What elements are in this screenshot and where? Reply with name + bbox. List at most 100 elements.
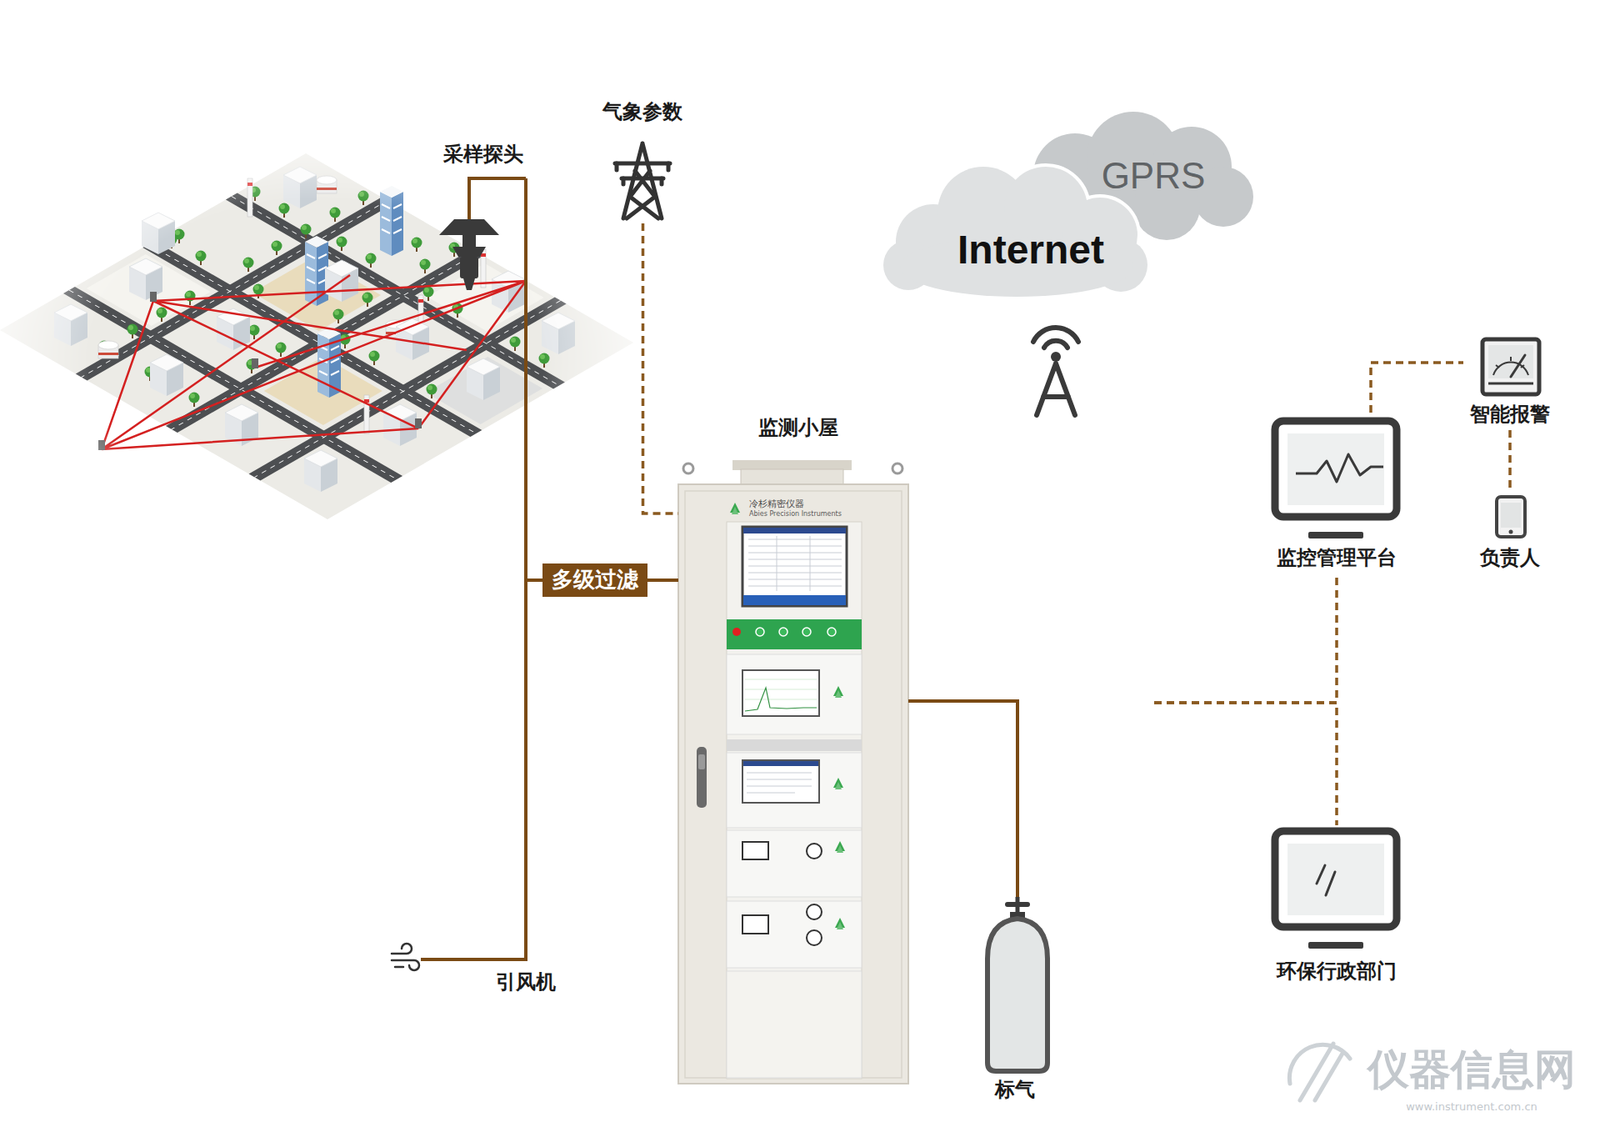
city-illustration bbox=[0, 153, 634, 520]
path-endpoints bbox=[415, 418, 422, 429]
sampling-probe-icon bbox=[439, 219, 500, 290]
monitor-icon bbox=[1287, 433, 1385, 505]
trees bbox=[369, 350, 380, 366]
sampling-probe-icon bbox=[439, 219, 500, 235]
monitoring-house: 监测小屋冷杉精密仪器Abies Precision Instruments标气 bbox=[316, 158, 1275, 1125]
path-endpoints bbox=[98, 440, 105, 450]
trees bbox=[336, 236, 348, 252]
analyzer-cabinet bbox=[726, 521, 862, 1079]
monitor-icon bbox=[1275, 420, 1397, 517]
trees bbox=[411, 237, 423, 253]
trees bbox=[127, 324, 139, 340]
sample-pipe bbox=[525, 178, 543, 580]
analyzer-cabinet bbox=[745, 687, 817, 711]
analyzer-cabinet bbox=[806, 904, 822, 920]
antenna-icon bbox=[1036, 363, 1075, 415]
alarm-icon bbox=[1482, 339, 1540, 395]
network-cloud: GPRSInternet bbox=[875, 108, 1259, 310]
buildings bbox=[305, 235, 329, 306]
data-link bbox=[1154, 702, 1337, 825]
analyzer-cabinet bbox=[892, 463, 903, 474]
monitor-icon bbox=[1275, 830, 1397, 927]
monitor-icon bbox=[1275, 830, 1397, 949]
node-label: GPRS bbox=[1101, 155, 1206, 198]
gas-cylinder-icon bbox=[987, 918, 1048, 1071]
sample-pipe bbox=[908, 700, 1018, 897]
trees bbox=[271, 240, 283, 256]
trees bbox=[174, 229, 185, 245]
trees bbox=[330, 207, 341, 223]
city-illustration bbox=[0, 153, 634, 520]
alarm-icon bbox=[1495, 356, 1525, 368]
calibration-gas: 标气 bbox=[975, 896, 1059, 1105]
trees bbox=[510, 336, 521, 352]
analyzer-cabinet bbox=[726, 900, 862, 968]
trees bbox=[365, 253, 377, 269]
buildings bbox=[480, 249, 486, 288]
node-label: 监测小屋 bbox=[758, 416, 839, 440]
fan-icon bbox=[391, 943, 412, 954]
analyzer-cabinet bbox=[743, 595, 846, 605]
gas-cylinder-icon bbox=[987, 896, 1048, 1071]
node-label: 智能报警 bbox=[1470, 403, 1550, 427]
sampling-probe-icon bbox=[460, 256, 479, 279]
alarm: 智能报警 bbox=[1463, 331, 1560, 430]
path-endpoints bbox=[150, 291, 157, 302]
weather-tower-icon bbox=[623, 143, 662, 219]
analyzer-cabinet bbox=[779, 627, 788, 636]
sample-wire bbox=[469, 178, 526, 220]
analyzer-cabinet bbox=[755, 627, 765, 636]
analyzer-cabinet bbox=[678, 460, 909, 1084]
gas-cylinder-icon bbox=[1007, 901, 1028, 907]
analyzer-cabinet bbox=[726, 830, 862, 897]
analyzer-cabinet bbox=[732, 460, 852, 470]
sampling-probe-icon bbox=[452, 246, 486, 257]
analyzer-cabinet bbox=[833, 685, 844, 698]
city-illustration bbox=[0, 153, 634, 520]
house-outline bbox=[316, 158, 1275, 1125]
node-label: 冷杉精密仪器 bbox=[749, 499, 805, 510]
analyzer-cabinet bbox=[806, 843, 822, 859]
sampling-probe-icon bbox=[462, 235, 476, 247]
analyzer-cabinet bbox=[835, 917, 845, 930]
sample-pipe bbox=[524, 178, 528, 946]
analyzer-cabinet bbox=[742, 760, 820, 803]
analyzer-cabinet bbox=[746, 772, 812, 793]
buildings bbox=[304, 450, 338, 492]
node-label: 监控管理平台 bbox=[1276, 546, 1397, 570]
phone-icon bbox=[1500, 502, 1521, 528]
alarm-icon bbox=[1488, 345, 1534, 379]
analyzer-cabinet bbox=[678, 484, 909, 1084]
analyzer-cabinet bbox=[827, 627, 836, 636]
analyzer-cabinet bbox=[740, 469, 844, 485]
analyzer-cabinet bbox=[726, 619, 862, 650]
monitor-icon bbox=[1275, 420, 1397, 539]
buildings bbox=[541, 312, 575, 355]
analyzer-cabinet bbox=[726, 970, 862, 1078]
trees bbox=[279, 203, 290, 219]
analyzer-cabinet bbox=[745, 679, 817, 700]
data-link bbox=[1508, 430, 1512, 490]
trees bbox=[333, 309, 345, 325]
antenna-icon bbox=[1033, 327, 1079, 415]
analyzer-cabinet bbox=[833, 777, 844, 790]
path-endpoints bbox=[251, 358, 259, 369]
sampling-probe-icon bbox=[463, 278, 475, 290]
trees bbox=[539, 353, 550, 369]
trees bbox=[340, 334, 351, 350]
trees bbox=[243, 257, 255, 273]
buildings bbox=[54, 166, 575, 492]
node-label: 环保行政部门 bbox=[1276, 960, 1397, 984]
analyzer-cabinet bbox=[730, 502, 740, 515]
trees bbox=[156, 307, 168, 323]
alarm-icon bbox=[1482, 339, 1540, 395]
trees bbox=[420, 259, 431, 275]
data-link bbox=[643, 223, 680, 514]
city-illustration bbox=[0, 153, 634, 520]
weather-tower-icon bbox=[615, 163, 670, 179]
buildings bbox=[141, 212, 175, 255]
analyzer-cabinet bbox=[748, 535, 842, 591]
node-label: 气象参数 bbox=[602, 100, 683, 125]
analyzer-cabinet bbox=[742, 526, 847, 606]
antenna-icon bbox=[1050, 351, 1061, 362]
